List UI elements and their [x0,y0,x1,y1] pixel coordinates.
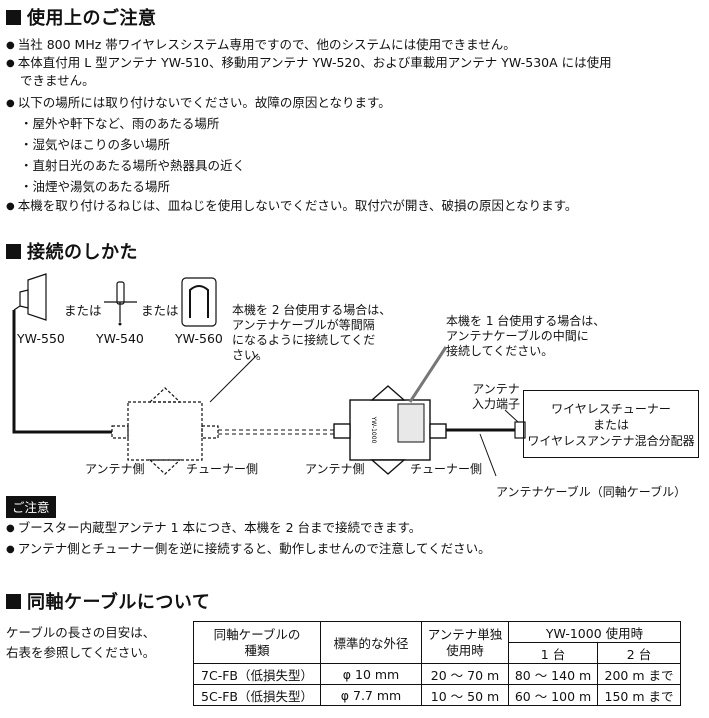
antenna-yw550-label: YW-550 [17,331,65,346]
cell-single: 10 〜 50 m [421,684,509,706]
notice-2: アンテナ側とチューナー側を逆に接続すると、動作しませんので注意してください。 [6,540,491,560]
caution-sub-4: 油煙や湯気のあたる場所 [20,178,171,196]
caution-bullet-1: 当社 800 MHz 帯ワイヤレスシステム専用ですので、他のシステムには使用でき… [6,36,516,56]
caution-bullet-4: 本機を取り付けるねじは、皿ねじを使用しないでください。取付穴が開き、破損の原因と… [6,197,578,217]
cable-spec-table: 同軸ケーブルの種類 標準的な外径 アンテナ単独使用時 YW-1000 使用時 1… [193,621,681,706]
col-header-one: 1 台 [508,642,598,664]
notice-tag: ご注意 [6,496,56,518]
device-label: YW-1000 [370,416,377,444]
antenna-yw540-label: YW-540 [96,331,144,346]
col-header-single: アンテナ単独使用時 [421,621,509,664]
col-header-od: 標準的な外径 [320,621,422,664]
antenna-yw560-label: YW-560 [175,331,223,346]
caution-bullet-2: 本体直付用 L 型アンテナ YW-510、移動用アンテナ YW-520、および車… [6,54,612,74]
caution-bullet-2-cont: できません。 [20,73,95,88]
cable-desc-2: 右表を参照してください。 [6,645,156,660]
col-header-two: 2 台 [597,642,681,664]
cell-type: 5C-FB（低損失型） [193,684,321,706]
notice-1: ブースター内蔵型アンテナ 1 本につき、本機を 2 台まで接続できます。 [6,519,422,539]
caution-sub-2: 湿気やほこりの多い場所 [20,136,171,154]
antenna-side-label-2: アンテナ側 [305,462,365,476]
cable-label: アンテナケーブル（同軸ケーブル） [496,485,687,499]
cell-one: 60 〜 100 m [508,684,598,706]
connection-diagram: YW-1000 [12,273,526,477]
cell-two: 150 m まで [597,684,681,706]
one-unit-note: 本機を 1 台使用する場合は、 アンテナケーブルの中間に 接続してください。 [446,314,606,358]
tuner-box: ワイヤレスチューナー または ワイヤレスアンテナ混合分配器 [523,390,699,458]
yw550-antenna-icon [13,273,47,321]
cable-heading: 同軸ケーブルについて [6,588,210,614]
cell-type: 7C-FB（低損失型） [193,663,321,685]
caution-heading: 使用上のご注意 [6,4,157,30]
table-row: 5C-FB（低損失型） φ 7.7 mm 10 〜 50 m 60 〜 100 … [193,684,681,706]
col-header-type: 同軸ケーブルの種類 [193,621,321,664]
booster-unit-2nd-icon [111,387,219,475]
cell-single: 20 〜 70 m [421,663,509,685]
cable-desc-1: ケーブルの長さの目安は、 [6,625,156,640]
connect-heading: 接続のしかた [6,238,138,264]
cell-two: 200 m まで [597,663,681,685]
or-label-1: または [64,303,102,318]
col-header-yw: YW-1000 使用時 [508,621,681,643]
tuner-side-label-1: チューナー側 [186,462,259,476]
table-row: 7C-FB（低損失型） φ 10 mm 20 〜 70 m 80 〜 140 m… [193,663,681,685]
yw560-antenna-icon [181,277,217,327]
input-terminal-label: アンテナ 入力端子 [472,382,521,411]
caution-sub-3: 直射日光のあたる場所や熱器具の近く [20,157,246,175]
antenna-side-label-1: アンテナ側 [85,462,145,476]
caution-sub-1: 屋外や軒下など、雨のあたる場所 [20,115,220,133]
cell-od: φ 7.7 mm [320,684,422,706]
caution-bullet-3: 以下の場所には取り付けないでください。故障の原因となります。 [6,94,391,114]
two-units-note: 本機を 2 台使用する場合は、 アンテナケーブルが等間隔 になるように接続してく… [232,303,392,362]
booster-unit-icon: YW-1000 [333,385,447,475]
yw540-antenna-icon [104,281,137,326]
or-label-2: または [141,303,179,318]
tuner-side-label-2: チューナー側 [410,462,483,476]
cell-od: φ 10 mm [320,663,422,685]
cell-one: 80 〜 140 m [508,663,598,685]
